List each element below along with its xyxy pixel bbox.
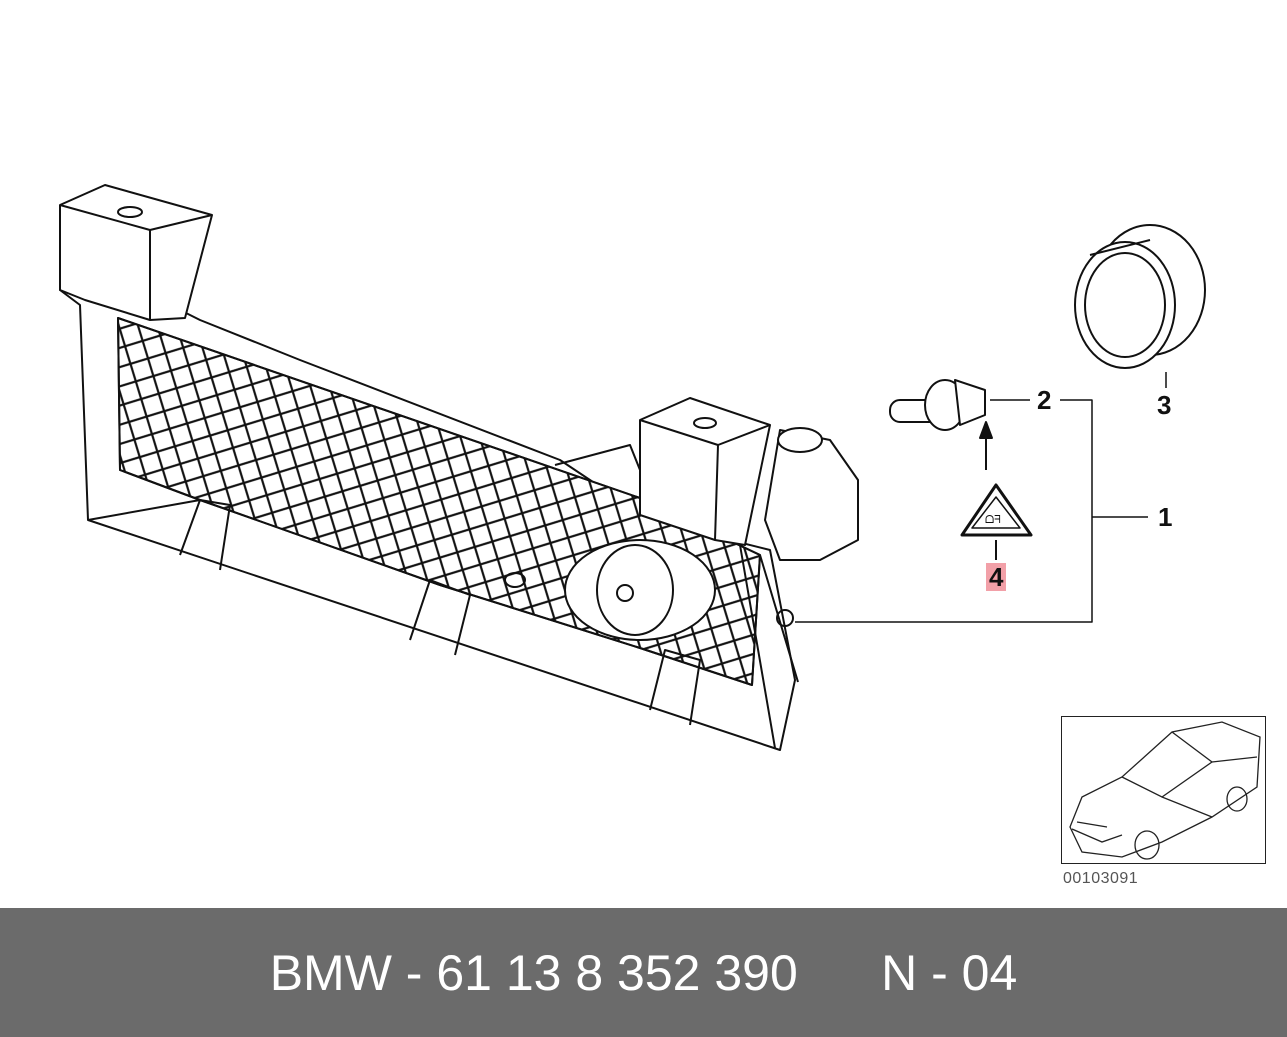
warning-label-part: ᗝᖷ	[960, 421, 1033, 560]
parts-diagram: ᗝᖷ	[59, 184, 1206, 751]
car-outline-icon	[1069, 721, 1261, 860]
leader-lines	[795, 372, 1167, 623]
footer-caption: BMW - 61 13 8 352 390 N - 04	[270, 944, 1018, 1002]
figure-code: 00103091	[1063, 870, 1139, 887]
bulb-part	[889, 379, 986, 431]
vehicle-thumbnail	[1061, 716, 1266, 864]
callout-3: 3	[1157, 390, 1172, 420]
footer-note: N - 04	[881, 944, 1018, 1001]
lamp-ring-part	[1074, 224, 1206, 369]
part-reference: BMW - 61 13 8 352 390	[269, 944, 798, 1001]
callout-4-highlighted: 4	[986, 563, 1007, 591]
callout-2: 2	[1037, 385, 1052, 415]
grille-assembly	[59, 184, 859, 751]
footer-bar: BMW - 61 13 8 352 390 N - 04	[0, 908, 1287, 1037]
callout-1: 1	[1158, 502, 1173, 532]
svg-text:ᗝᖷ: ᗝᖷ	[985, 513, 1001, 526]
